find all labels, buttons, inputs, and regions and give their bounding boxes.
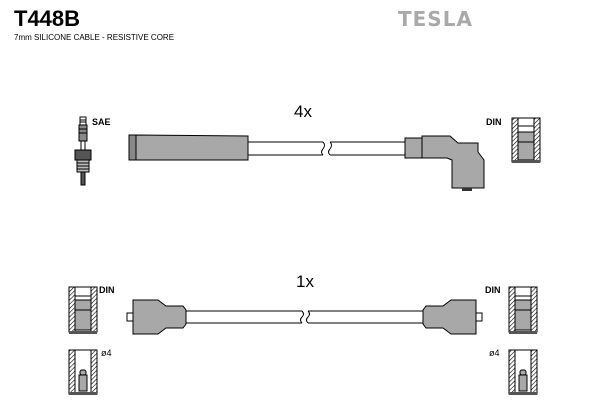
diameter-label: ø4 bbox=[101, 348, 112, 358]
straight-boot-icon bbox=[126, 299, 187, 335]
cable-line bbox=[186, 310, 423, 324]
straight-boot-icon bbox=[128, 134, 249, 161]
quantity-label: 4x bbox=[294, 102, 312, 121]
subtitle: 7mm SILICONE CABLE - RESISTIVE CORE bbox=[14, 33, 175, 42]
spark-plug-icon bbox=[74, 116, 92, 186]
din-terminal-icon bbox=[511, 117, 541, 163]
diameter-label: ø4 bbox=[489, 348, 500, 358]
sae-label: SAE bbox=[92, 117, 111, 127]
part-code: T448B bbox=[14, 6, 81, 31]
angled-boot-icon bbox=[404, 135, 485, 191]
quantity-label: 1x bbox=[296, 272, 314, 291]
din-terminal-icon bbox=[68, 286, 98, 334]
cable-line bbox=[248, 141, 405, 156]
din-terminal-icon bbox=[508, 286, 538, 334]
din-label: DIN bbox=[486, 117, 502, 127]
post-terminal-icon bbox=[508, 349, 538, 395]
din-label: DIN bbox=[485, 285, 501, 295]
din-label: DIN bbox=[99, 285, 115, 295]
straight-boot-icon bbox=[422, 299, 483, 335]
post-terminal-icon bbox=[68, 349, 98, 395]
brand-logo: TESLA bbox=[398, 7, 473, 31]
